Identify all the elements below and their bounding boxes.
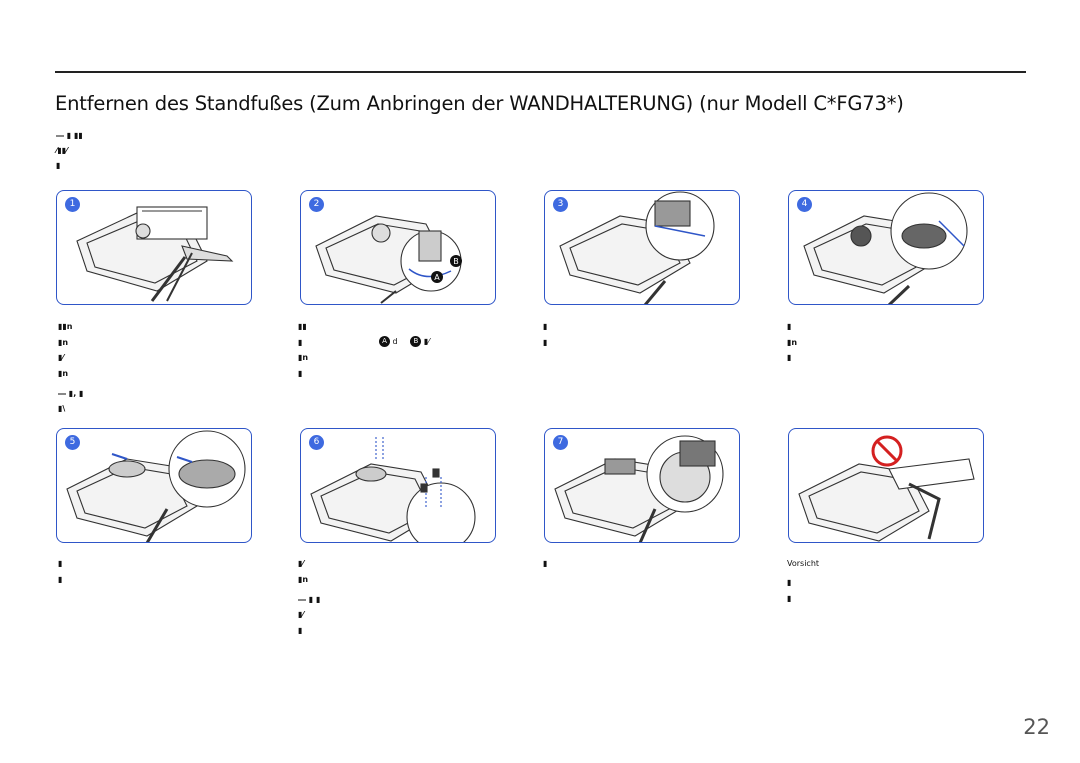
step-number-badge: 2 [309, 197, 324, 212]
step-number-badge: 5 [65, 435, 80, 450]
step-6-illustration: 6 [300, 428, 496, 543]
header-rule [55, 71, 1026, 73]
intro-note-line-2: ⁄▮▮⁄ [56, 146, 68, 155]
svg-text:B: B [453, 257, 459, 266]
step-number-badge: 4 [797, 197, 812, 212]
caution-illustration [788, 428, 984, 543]
step-number-badge: 3 [553, 197, 568, 212]
step-number-badge: 7 [553, 435, 568, 450]
monitor-stand-drawing [310, 437, 476, 542]
step-3-illustration: 3 [544, 190, 740, 305]
caution-label: Vorsicht [787, 559, 820, 568]
monitor-stand-drawing [559, 191, 715, 304]
intro-note-line-1: ― ▮ ▮▮ [56, 131, 83, 140]
badge-b: B [410, 336, 422, 347]
step-5-illustration: 5 [56, 428, 252, 543]
page-title: Entfernen des Standfußes (Zum Anbringen … [55, 92, 904, 115]
monitor-stand-drawing [798, 435, 975, 542]
monitor-stand-drawing: B A [315, 215, 462, 304]
monitor-stand-drawing [76, 206, 234, 302]
step-7-illustration: 7 [544, 428, 740, 543]
step-1-illustration: 1 [56, 190, 252, 305]
page-number: 22 [1023, 715, 1050, 739]
monitor-stand-drawing [803, 192, 968, 304]
step-number-badge: 6 [309, 435, 324, 450]
intro-note-line-3: ▮ [56, 161, 61, 170]
step-4-illustration: 4 [788, 190, 984, 305]
step-number-badge: 1 [65, 197, 80, 212]
svg-text:A: A [434, 273, 440, 282]
monitor-stand-drawing [66, 430, 246, 542]
step-2-illustration: 2 B A [300, 190, 496, 305]
monitor-stand-drawing [554, 435, 724, 542]
badge-a: A [379, 336, 390, 347]
prohibited-icon [871, 435, 903, 467]
